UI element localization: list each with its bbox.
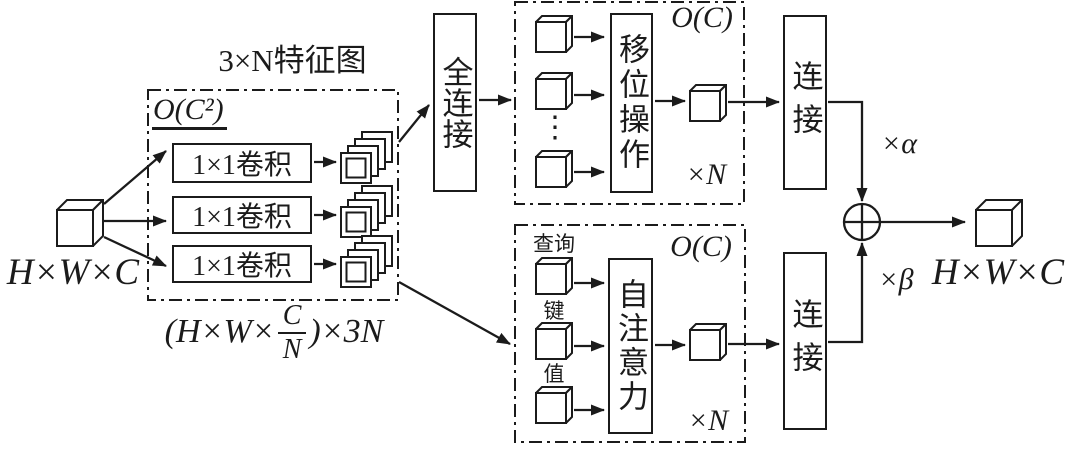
formula-numerator: C (277, 301, 307, 334)
attention-branch-region (514, 224, 746, 443)
feature-stack3-icon (340, 235, 393, 288)
conv2-box: 1×1卷积 (172, 196, 312, 234)
shift-map3-icon (535, 150, 573, 188)
input-cube-icon (56, 199, 104, 247)
arrow-input-to-conv1 (103, 150, 167, 205)
connector-concat-top-to-add (828, 100, 868, 202)
self-attention-box: 自注意力 (608, 258, 653, 434)
shift-repeat-label: ×N (685, 158, 727, 191)
feature-stack2-icon (340, 185, 393, 238)
concat-top-box: 连接 (783, 15, 827, 190)
self-attention-label: 自注意力 (613, 278, 648, 414)
complexity-oc2-label: O(C²) (152, 93, 227, 131)
attention-repeat-label: ×N (687, 404, 729, 437)
feature-stack1-icon (340, 131, 393, 184)
feature-maps-region (147, 89, 399, 301)
fully-connected-label: 全连接 (437, 56, 473, 149)
key-map-icon (535, 322, 573, 360)
output-dim-label: H×W×C (931, 252, 1065, 293)
shift-complexity-label: O(C) (671, 1, 733, 34)
concat-bottom-label: 连接 (787, 298, 823, 384)
output-cube-icon (975, 199, 1023, 247)
fully-connected-box: 全连接 (433, 13, 477, 192)
arrow-input-to-conv3 (103, 235, 167, 268)
input-dim-label: H×W×C (6, 252, 140, 293)
attention-complexity-label: O(C) (670, 230, 732, 263)
formula-suffix: )×3N (309, 313, 384, 350)
value-map-icon (535, 386, 573, 424)
value-label: 值 (543, 362, 565, 386)
alpha-scale-label: ×α (881, 127, 917, 160)
concat-top-label: 连接 (787, 59, 823, 146)
add-icon (842, 202, 882, 242)
arrow-features-to-fc (398, 104, 430, 143)
connector-concat-bottom-to-add (828, 242, 868, 344)
query-map-icon (535, 257, 573, 295)
conv3-box: 1×1卷积 (172, 245, 312, 283)
formula-denominator: N (282, 333, 302, 365)
shift-operation-label: 移位操作 (614, 33, 649, 173)
feature-maps-title: 3×N特征图 (218, 43, 367, 78)
attention-output-map-icon (689, 323, 727, 361)
query-label: 查询 (533, 232, 575, 256)
beta-scale-label: ×β (878, 263, 914, 296)
formula-prefix: (H×W× (164, 313, 275, 350)
concat-bottom-box: 连接 (783, 252, 827, 430)
formula-fraction: C N (277, 301, 307, 365)
feature-shape-formula: (H×W× C N )×3N (136, 296, 412, 368)
key-label: 键 (543, 299, 565, 323)
conv1-box: 1×1卷积 (172, 143, 312, 183)
shift-output-map-icon (689, 84, 727, 122)
shift-map1-icon (535, 15, 573, 53)
shift-operation-box: 移位操作 (610, 13, 653, 193)
arrow-features-to-attention (398, 280, 511, 346)
vertical-ellipsis: ⋮ (540, 111, 570, 144)
shift-map2-icon (535, 72, 573, 110)
